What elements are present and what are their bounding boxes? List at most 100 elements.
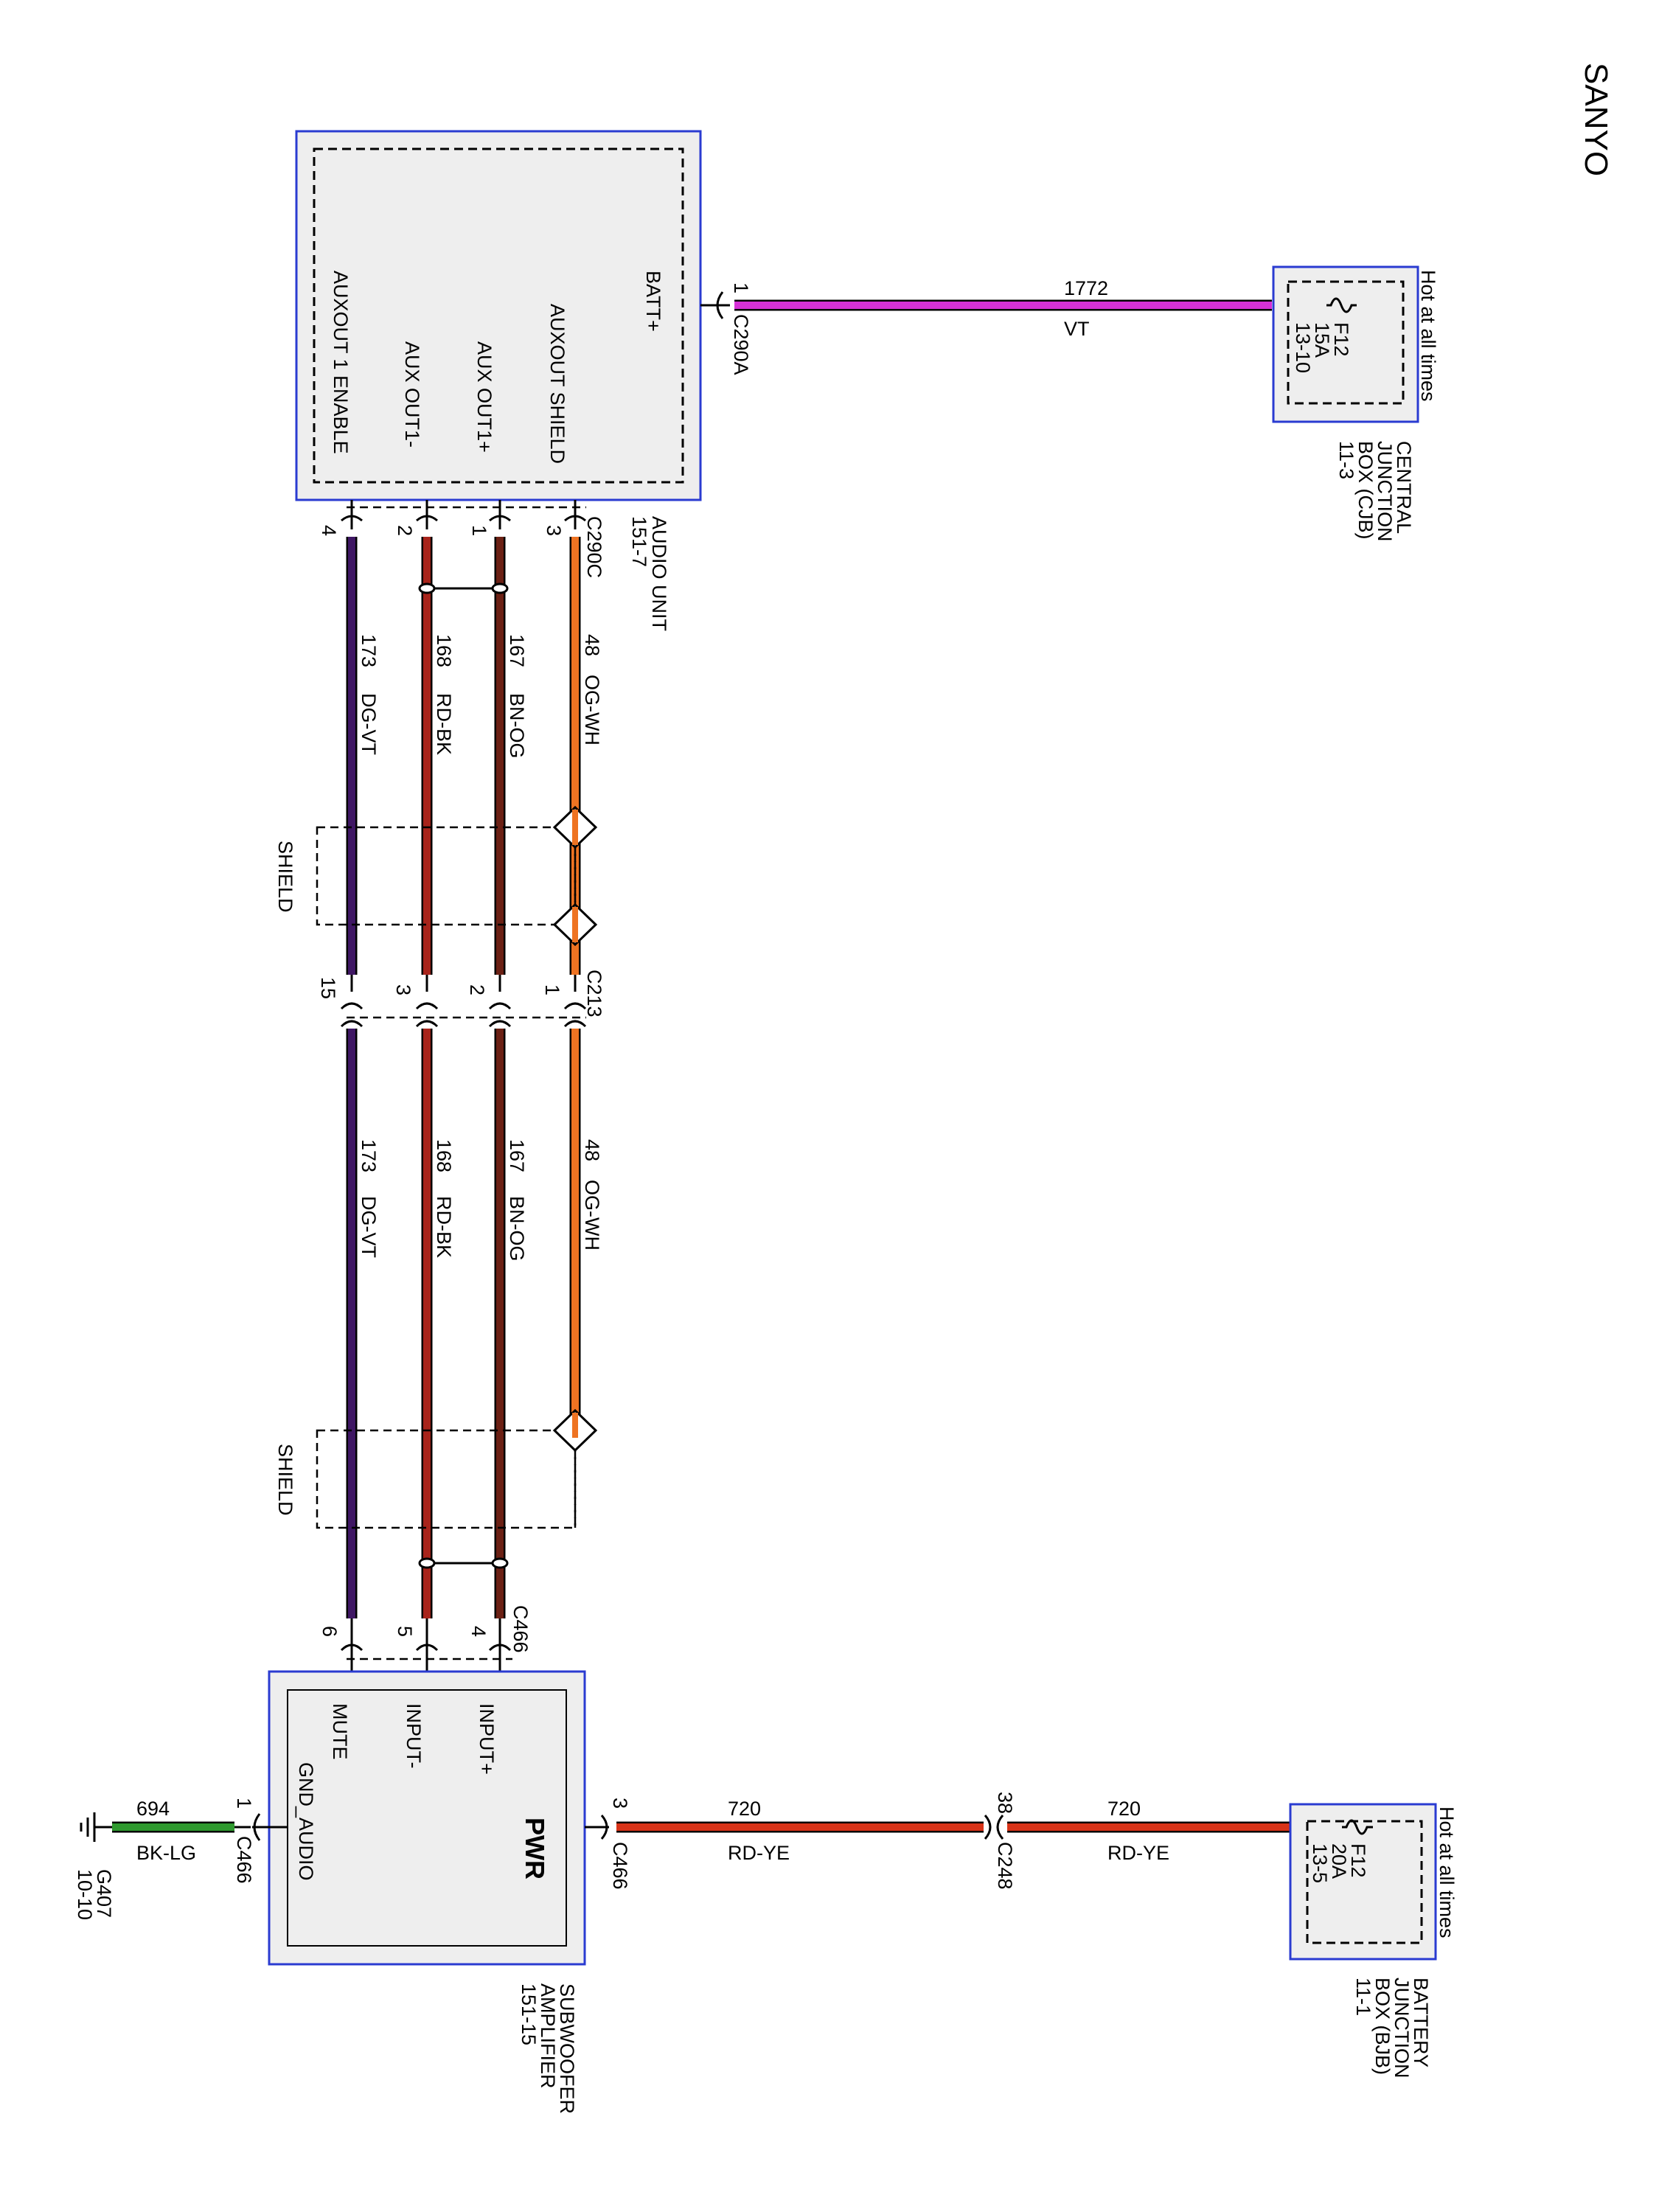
connector-c290c: C290C 3 1 2 4 — [318, 500, 605, 578]
pin-label-batt: BATT+ — [642, 271, 664, 332]
pin-label-aux-out-plus: AUX OUT1+ — [473, 341, 495, 453]
c466-pin-rd: 5 — [394, 1626, 416, 1637]
shield-lower — [316, 1408, 598, 1529]
wire-48-color-lower: OG-WH — [581, 1180, 603, 1251]
pin-label-auxout-enable: AUXOUT 1 ENABLE — [330, 271, 352, 454]
fuse-f12-bjb-icon — [1342, 1819, 1373, 1835]
cjb-amps: 15A — [1311, 322, 1333, 358]
c466-pin-bn: 4 — [467, 1626, 490, 1637]
wire-167-color-upper: BN-OG — [506, 693, 528, 759]
cjb-name-1: CENTRAL — [1393, 441, 1415, 534]
bjb-ref: 11-1 — [1352, 1978, 1374, 2016]
pwr-circuit-left: 720 — [728, 1798, 761, 1820]
wire-173-circuit-upper: 173 — [358, 634, 380, 667]
wire-1772-color-label: VT — [1064, 318, 1090, 340]
ground-circuit: 1 C466 694 BK-LG G407 10-10 — [74, 1798, 288, 1920]
amp-pin-mute: MUTE — [329, 1703, 351, 1760]
audio-unit: BATT+ AUXOUT SHIELD AUX OUT1+ AUX OUT1- … — [295, 130, 702, 501]
bjb-name-1: BATTERY — [1410, 1978, 1432, 2067]
wire-168-circuit-lower: 168 — [433, 1139, 455, 1172]
wire-173-circuit-lower: 173 — [358, 1139, 380, 1172]
c213-pin-bn: 2 — [466, 984, 488, 995]
wire-167-circuit-upper: 167 — [506, 634, 528, 667]
wire-173-color-lower: DG-VT — [358, 1196, 380, 1258]
connector-c290a: 1 C290A — [700, 282, 752, 375]
cjb-position: 13-10 — [1292, 322, 1314, 373]
wire-173-color-upper: DG-VT — [358, 693, 380, 755]
c290c-pin-dg: 4 — [318, 525, 340, 536]
cjb-hot-label: Hot at all times — [1417, 270, 1439, 402]
twisted-pair-lower — [418, 1557, 509, 1569]
pwr-amp-pin: 3 — [609, 1798, 631, 1809]
wire-48-circuit-lower: 48 — [581, 1139, 603, 1161]
brand-label: SANYO — [1578, 63, 1614, 176]
pwr-color-right: RD-YE — [1107, 1842, 1169, 1864]
gnd-name: G407 — [93, 1869, 115, 1918]
pin-label-auxout-shield: AUXOUT SHIELD — [546, 304, 568, 464]
wire-48-circuit-upper: 48 — [581, 634, 603, 656]
bjb-fuse: F12 — [1347, 1843, 1369, 1878]
bjb-name-2: JUNCTION — [1391, 1978, 1413, 2079]
cjb-ref: 11-3 — [1335, 441, 1357, 479]
wire-1772-circuit: 1772 — [1064, 277, 1108, 299]
amp-pin-input-minus: INPUT- — [403, 1703, 425, 1769]
c290c-pin-og: 3 — [543, 525, 565, 536]
amp-pin-input-plus: INPUT+ — [476, 1703, 498, 1775]
c466-signal-label: C466 — [509, 1605, 532, 1653]
amp-pin-gnd: GND_AUDIO — [295, 1762, 317, 1881]
battery-junction-box: F12 20A 13-5 — [1289, 1803, 1437, 1961]
amp-pin-pwr: PWR — [520, 1818, 550, 1879]
cjb-name-3: BOX (CJB) — [1354, 441, 1377, 540]
cjb-fuse: F12 — [1330, 322, 1352, 357]
pwr-amp-connector: C466 — [609, 1842, 631, 1890]
c290a-label: C290A — [730, 314, 752, 375]
bjb-position: 13-5 — [1309, 1843, 1331, 1883]
wire-168-color-lower: RD-BK — [433, 1196, 455, 1258]
gnd-connector: C466 — [233, 1836, 255, 1884]
gnd-connector-pin: 1 — [233, 1798, 255, 1809]
amp-ref: 151-15 — [518, 1983, 540, 2045]
bjb-hot-label: Hot at all times — [1436, 1806, 1458, 1938]
amp-name-2: AMPLIFIER — [537, 1983, 559, 2089]
wire-48-color-upper: OG-WH — [581, 675, 603, 745]
gnd-ref: 10-10 — [74, 1869, 96, 1920]
pin-label-aux-out-minus: AUX OUT1- — [401, 341, 423, 448]
wire-167-color-lower: BN-OG — [506, 1196, 528, 1262]
pwr-circuit-right: 720 — [1107, 1798, 1141, 1820]
central-junction-box: F12 15A 13-10 — [1272, 265, 1419, 423]
c213-pin-dg: 15 — [317, 977, 339, 999]
gnd-color: BK-LG — [136, 1842, 196, 1864]
wire-167-circuit-lower: 167 — [506, 1139, 528, 1172]
twisted-pair-upper — [418, 582, 509, 594]
signal-wires-lower — [346, 1029, 581, 1618]
c290c-pin-rd: 2 — [394, 525, 416, 536]
signal-wires-c213-stubs — [350, 975, 577, 992]
gnd-circuit: 694 — [136, 1798, 170, 1820]
c213-pin-og: 1 — [541, 984, 563, 995]
c290c-label: C290C — [583, 516, 605, 578]
subwoofer-amplifier: INPUT+ INPUT- MUTE GND_AUDIO PWR — [268, 1670, 586, 1966]
c466-pin-dg: 6 — [319, 1626, 341, 1637]
pwr-inline-pin: 38 — [994, 1792, 1016, 1814]
shield-upper — [316, 805, 598, 947]
shield-label-upper: SHIELD — [274, 841, 296, 913]
bjb-name-3: BOX (BJB) — [1371, 1978, 1394, 2075]
connector-c466-signal: C466 4 5 6 — [319, 1605, 532, 1674]
pwr-color-left: RD-YE — [728, 1842, 790, 1864]
connector-c213: C213 1 2 3 15 — [317, 970, 605, 1028]
pwr-inline-connector: C248 — [994, 1842, 1016, 1890]
signal-wires-upper — [346, 537, 581, 975]
c290c-pin-bn: 1 — [468, 525, 490, 536]
c213-pin-rd: 3 — [392, 984, 414, 995]
cjb-name-2: JUNCTION — [1374, 441, 1396, 542]
bjb-amps: 20A — [1328, 1843, 1350, 1879]
audio-unit-name: AUDIO UNIT — [648, 516, 670, 631]
fuse-f12-cjb-icon — [1326, 297, 1357, 313]
wire-168-circuit-upper: 168 — [433, 634, 455, 667]
c290a-pin: 1 — [730, 282, 752, 293]
audio-unit-ref: 151-7 — [628, 516, 650, 567]
amp-name-1: SUBWOOFER — [556, 1983, 578, 2114]
shield-label-lower: SHIELD — [274, 1444, 296, 1516]
power-feed: 3 C466 720 RD-YE 38 C248 720 RD-YE — [585, 1792, 1290, 1890]
